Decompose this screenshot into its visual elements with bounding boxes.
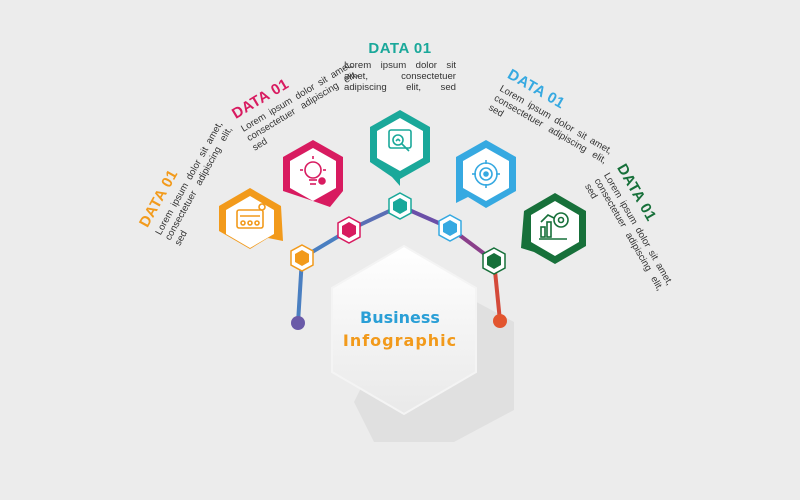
badge-5 [521,193,586,264]
step-3-title: DATA 01 [368,40,432,57]
center-subtitle: Infographic [342,331,458,350]
center-title: Business [360,308,440,327]
production-line-icon [236,203,266,229]
target-gear-icon [472,160,500,188]
badge-1 [219,188,283,249]
path-end-dot [493,314,507,328]
lightbulb-gear-icon [300,156,326,185]
badge-2 [283,140,343,207]
center-hexagon [331,244,477,416]
growth-chart-gear-icon [539,212,569,240]
step-3-text: DATA 01 Lorem ipsum dolor sit amet, cons… [344,40,456,93]
badge-3 [370,110,430,186]
node-3 [388,192,412,220]
node-4 [438,214,462,242]
node-2 [337,216,361,244]
node-1 [290,244,314,272]
node-5 [482,247,506,275]
badge-4 [456,140,516,208]
step-3-description: Lorem ipsum dolor sit amet, consectetuer… [344,60,456,93]
analysis-magnifier-icon [388,129,412,152]
path-start-dot [291,316,305,330]
